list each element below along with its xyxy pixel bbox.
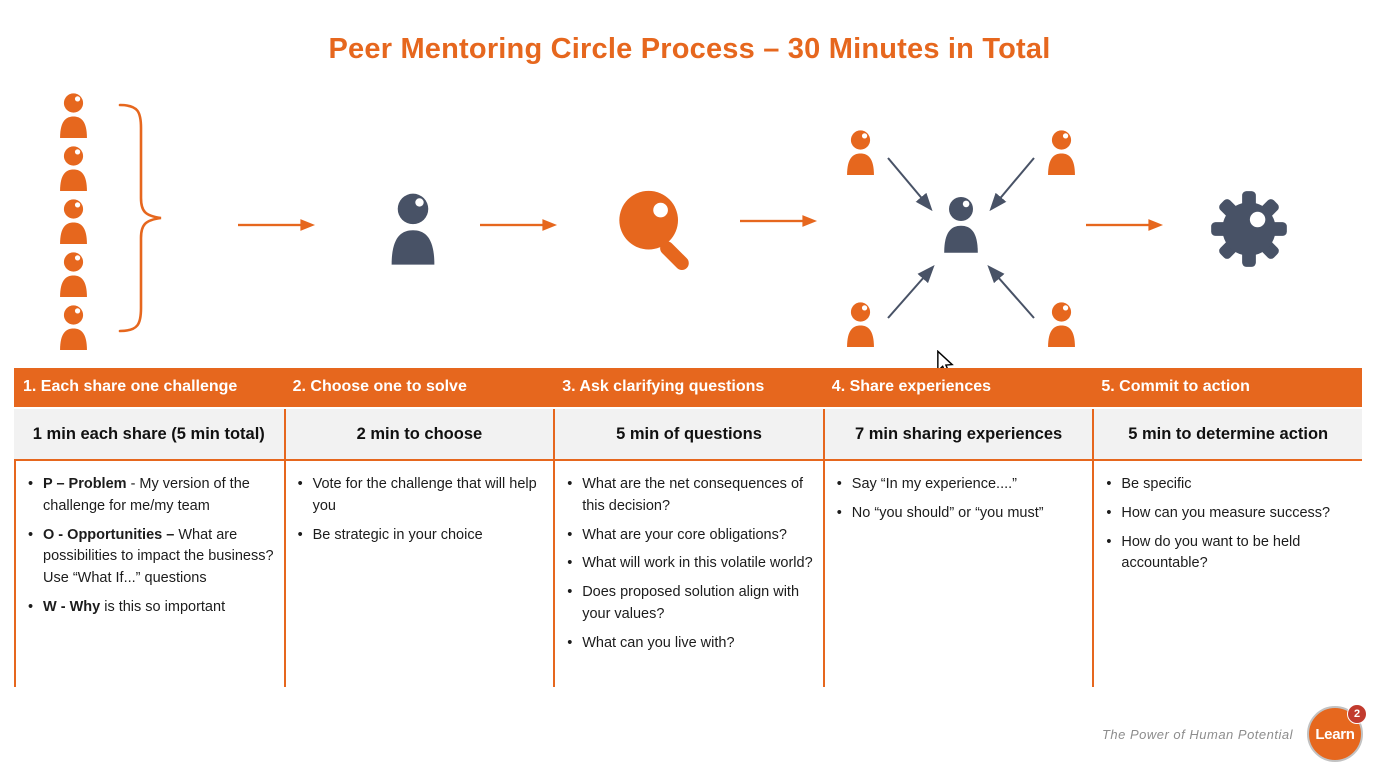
column-header: 5. Commit to action	[1101, 377, 1250, 395]
participants-stack-icon	[55, 91, 92, 351]
bullet-item: How can you measure success?	[1103, 503, 1354, 525]
curly-brace	[118, 103, 162, 333]
time-cell: 2 min to choose	[283, 409, 554, 459]
bullet-list: Say “In my experience....” No “you should…	[834, 474, 1085, 525]
person-icon	[55, 303, 92, 351]
body-cell: Be specificHow can you measure success? H…	[1092, 461, 1362, 687]
bullet-item: What are your core obligations?	[564, 525, 815, 547]
gear-icon	[1206, 184, 1292, 274]
table-time-row: 1 min each share (5 min total) 2 min to …	[14, 409, 1362, 461]
bullet-item: How do you want to be held accountable?	[1103, 532, 1354, 576]
column-header: 1. Each share one challenge	[23, 377, 238, 395]
tagline: The Power of Human Potential	[1101, 726, 1293, 742]
bullet-list: Be specificHow can you measure success? H…	[1103, 474, 1354, 575]
logo-badge: 2	[1347, 704, 1367, 724]
bullet-item: Vote for the challenge that will help yo…	[295, 474, 546, 518]
magnifying-glass-icon	[612, 186, 700, 280]
process-table: 1. Each share one challenge 2. Choose on…	[14, 368, 1362, 687]
bullet-item: What can you live with?	[564, 633, 815, 655]
time-cell: 1 min each share (5 min total)	[32, 424, 265, 443]
bullet-item: P – Problem - My version of the challeng…	[25, 474, 276, 518]
bullet-item: Be strategic in your choice	[295, 525, 546, 547]
bullet-list: Vote for the challenge that will help yo…	[295, 474, 546, 546]
page-title: Peer Mentoring Circle Process – 30 Minut…	[328, 33, 1051, 65]
person-icon	[384, 189, 442, 267]
column-header: 2. Choose one to solve	[292, 377, 467, 395]
bullet-list: P – Problem - My version of the challeng…	[25, 474, 276, 619]
bullet-item: What will work in this volatile world?	[564, 553, 815, 575]
inward-arrows	[887, 157, 1035, 319]
time-cell: 5 min of questions	[553, 409, 823, 459]
person-icon	[55, 91, 92, 139]
column-header: 3. Ask clarifying questions	[562, 377, 765, 395]
body-cell: What are the net consequences of this de…	[553, 461, 823, 687]
bullet-item: Say “In my experience....”	[834, 474, 1085, 496]
body-cell: P – Problem - My version of the challeng…	[14, 461, 284, 687]
person-icon	[55, 144, 92, 192]
table-header-row: 1. Each share one challenge 2. Choose on…	[14, 368, 1362, 407]
time-cell: 7 min sharing experiences	[822, 409, 1093, 459]
column-header: 4. Share experiences	[831, 377, 992, 395]
arrow-right-icon	[740, 214, 818, 228]
learn2-logo: Learn 2	[1307, 704, 1367, 762]
person-icon	[55, 197, 92, 245]
bullet-item: What are the net consequences of this de…	[564, 474, 815, 518]
bullet-item: W - Why is this so important	[25, 597, 276, 619]
arrow-right-icon	[238, 218, 316, 232]
bullet-list: What are the net consequences of this de…	[564, 474, 815, 654]
arrow-right-icon	[1086, 218, 1164, 232]
footer: The Power of Human Potential Learn 2	[1101, 704, 1367, 762]
body-cell: Vote for the challenge that will help yo…	[283, 461, 554, 687]
bullet-item: Be specific	[1103, 474, 1354, 496]
table-body-row: P – Problem - My version of the challeng…	[14, 461, 1362, 687]
sharing-circle-graphic	[842, 128, 1080, 348]
bullet-item: O - Opportunities – What are possibiliti…	[25, 525, 276, 590]
time-cell: 5 min to determine action	[1092, 409, 1362, 459]
person-icon	[55, 250, 92, 298]
bullet-item: Does proposed solution align with your v…	[564, 582, 815, 626]
body-cell: Say “In my experience....” No “you should…	[822, 461, 1093, 687]
logo-text: Learn	[1315, 725, 1355, 743]
arrow-right-icon	[480, 218, 558, 232]
bullet-item: No “you should” or “you must”	[834, 503, 1085, 525]
